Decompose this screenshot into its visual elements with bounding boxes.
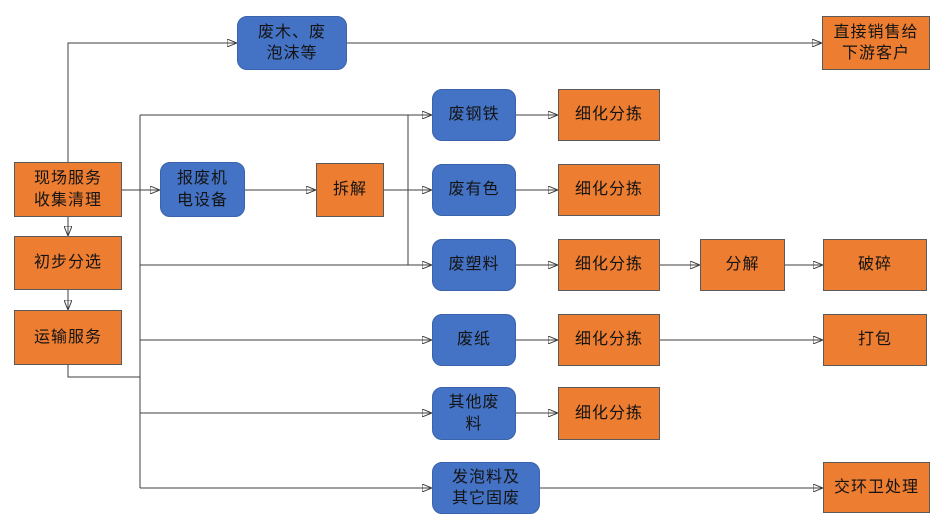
node-waste-steel: 废钢铁 bbox=[432, 89, 516, 141]
node-other-waste: 其他废 料 bbox=[432, 387, 516, 440]
node-refine-sort-paper: 细化分拣 bbox=[558, 314, 660, 366]
connector-transport-to-trunk bbox=[67, 365, 140, 378]
node-scrap-wood-foam: 废木、废 泡沫等 bbox=[237, 16, 347, 70]
node-refine-sort-other: 细化分拣 bbox=[558, 387, 660, 440]
node-onsite-collect: 现场服务 收集清理 bbox=[14, 162, 122, 217]
node-preliminary-sort: 初步分选 bbox=[14, 236, 122, 290]
node-pack: 打包 bbox=[823, 314, 927, 366]
node-decompose: 分解 bbox=[700, 239, 785, 291]
node-waste-nonferrous: 废有色 bbox=[432, 164, 516, 216]
node-sanitation: 交环卫处理 bbox=[823, 462, 930, 513]
connector-onsite-to-scrapwood bbox=[67, 43, 236, 162]
node-scrap-equipment: 报废机 电设备 bbox=[160, 162, 245, 217]
node-dismantle: 拆解 bbox=[316, 163, 384, 217]
node-refine-sort-nonferrous: 细化分拣 bbox=[558, 164, 660, 216]
node-transport: 运输服务 bbox=[14, 310, 122, 365]
node-crush: 破碎 bbox=[823, 239, 927, 291]
node-direct-sale: 直接销售给 下游客户 bbox=[822, 16, 930, 70]
node-waste-plastic: 废塑料 bbox=[432, 239, 516, 291]
node-foam-solid-waste: 发泡料及 其它固废 bbox=[432, 462, 540, 514]
node-refine-sort-plastic: 细化分拣 bbox=[558, 239, 660, 291]
node-refine-sort-steel: 细化分拣 bbox=[558, 89, 660, 141]
node-waste-paper: 废纸 bbox=[432, 314, 516, 366]
